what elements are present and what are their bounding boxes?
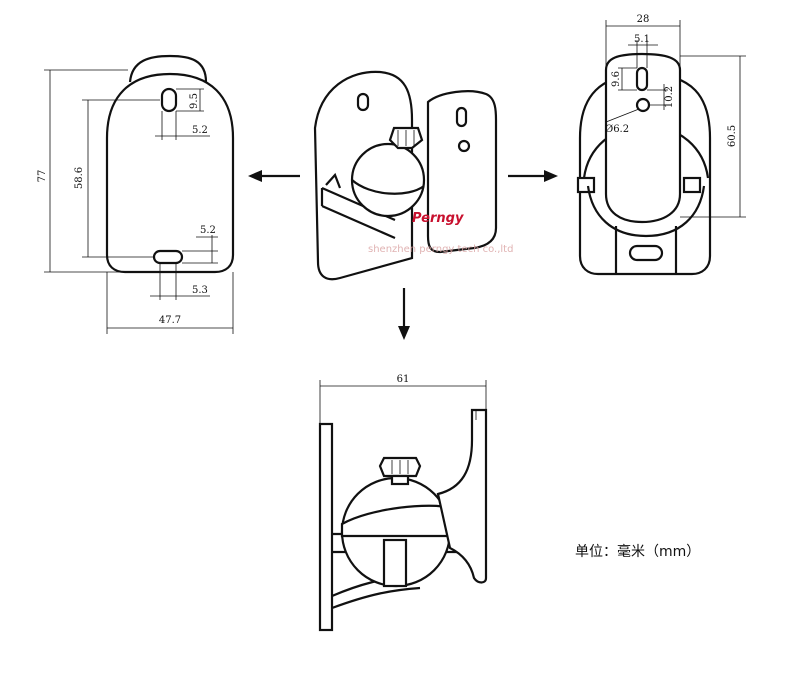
iso-plate-slot [356,92,370,112]
dim-side-depth: 61 [397,374,410,385]
side-view-wall-plate [318,422,334,632]
iso-speaker-plate [426,90,498,254]
dim-top-slot-width: 5.2 [192,125,208,136]
back-view-base-slot [628,244,664,262]
dim-bottom-slot-height: 5.2 [200,225,216,236]
dim-hole-diameter: Ø6.2 [605,124,629,135]
dim-back-width: 28 [637,14,650,25]
dim-total-height: 77 [37,170,48,183]
back-view-speaker-plate [604,52,682,224]
dim-back-slot-height: 9.6 [611,71,622,87]
dim-inner-height: 58.6 [74,167,85,189]
front-view-plate [105,72,235,274]
dim-back-height: 60.5 [727,125,738,147]
side-view-gusset [331,586,421,610]
front-view-top-tab [128,54,208,83]
isometric-view: Perngy shenzhen perngy tech co.,ltd [313,70,513,281]
dim-bottom-slot-width: 5.3 [192,285,208,296]
dim-top-slot-height: 9.5 [189,93,200,109]
side-view-speaker-plate [436,408,488,584]
side-view: 61 [318,374,488,632]
unit-note: 单位：毫米（mm） [575,544,701,560]
front-view: 77 58.6 9.5 5.2 5.2 5.3 47.7 [37,54,235,334]
brand-logo: Perngy [412,211,464,226]
view-arrows [248,170,558,340]
front-view-top-slot [160,87,178,113]
iso-speaker-slot [455,106,468,128]
dim-width: 47.7 [159,315,181,326]
watermark: shenzhen perngy tech co.,ltd [368,244,513,255]
back-view-slot [635,66,649,92]
dim-hole-offset: 10.2 [664,86,675,108]
back-view: 28 5.1 9.6 10.2 Ø6.2 60.5 [576,14,746,276]
iso-ball-joint [350,142,426,218]
iso-speaker-hole [457,139,471,153]
dim-back-slot-width: 5.1 [634,34,650,45]
